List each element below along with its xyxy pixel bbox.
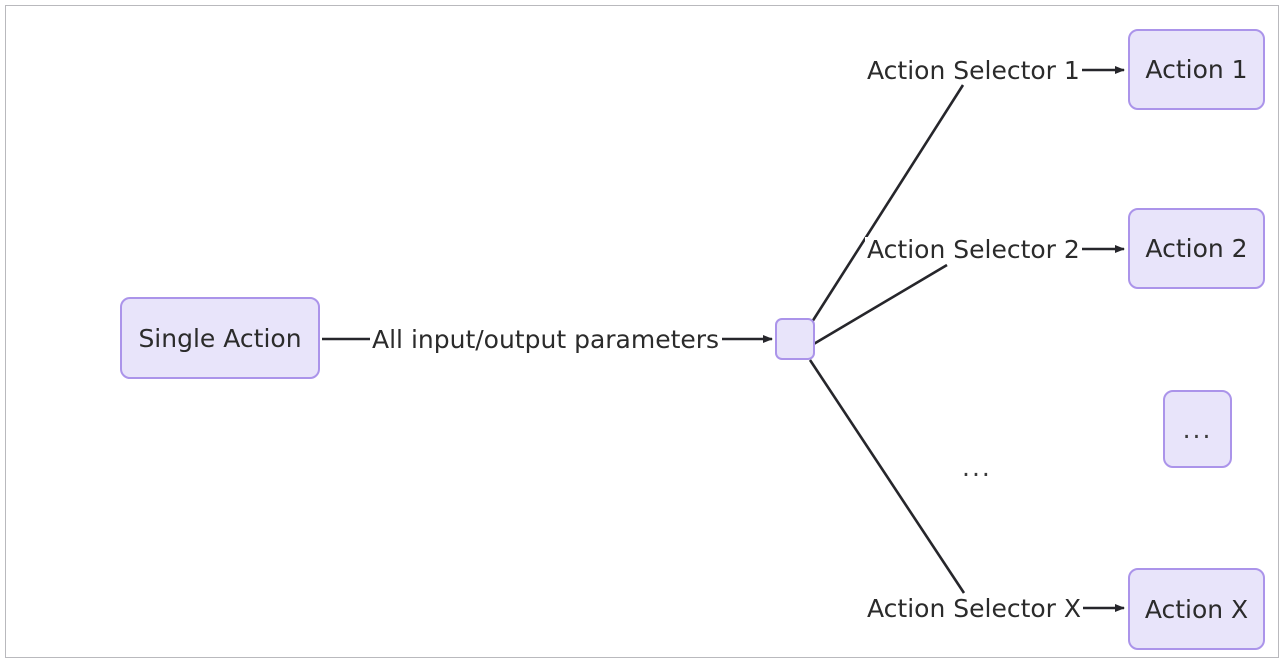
edge-label-action-selector-2: Action Selector 2	[865, 235, 1082, 264]
node-action-2[interactable]: Action 2	[1128, 208, 1265, 289]
node-action-ellipsis[interactable]: ...	[1163, 390, 1232, 468]
edge-hub-to-selector-2	[811, 263, 948, 347]
node-fan-out-hub[interactable]	[775, 318, 815, 360]
edge-hub-to-selector-x	[808, 359, 966, 594]
middle-ellipsis-annotation: ...	[962, 453, 992, 482]
node-single-action[interactable]: Single Action	[120, 297, 320, 379]
node-action-1-label: Action 1	[1145, 55, 1248, 84]
node-single-action-label: Single Action	[138, 323, 302, 353]
node-action-ellipsis-label: ...	[1182, 414, 1213, 444]
edge-label-action-selector-x: Action Selector X	[865, 594, 1084, 623]
edge-label-action-selector-1: Action Selector 1	[865, 56, 1082, 85]
node-action-1[interactable]: Action 1	[1128, 29, 1265, 110]
node-action-x-label: Action X	[1144, 594, 1249, 624]
node-action-x[interactable]: Action X	[1128, 568, 1265, 650]
node-action-2-label: Action 2	[1145, 234, 1248, 263]
edge-label-all-parameters: All input/output parameters	[370, 325, 722, 354]
edge-hub-to-selector-1	[810, 84, 965, 323]
